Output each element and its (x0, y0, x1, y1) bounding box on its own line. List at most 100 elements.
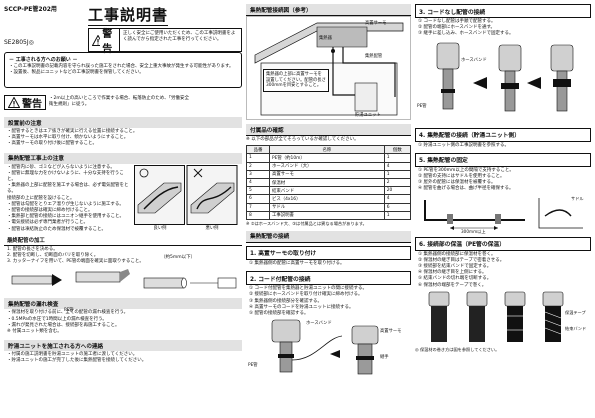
section-header: 集熱配管の接続 (246, 230, 411, 243)
pipe-no-cord-figure: ホースバンド PE管 (415, 39, 591, 125)
unit-label: 貯湯ユニット (355, 113, 381, 118)
text-line: ・高置サーモの取り付け後に配管すること。 (7, 141, 97, 147)
text-line: ・配管は勾配をとりエア溜りが生じないように施工する。 (7, 201, 124, 207)
text-line: ⑤ 配管の接続部を確認する。 (249, 310, 309, 316)
pipe-label: PE管 (417, 103, 427, 109)
text-line: ・配管は凍結防止のため保温材で被覆すること。 (7, 226, 106, 232)
section-header: 集熱配管工事上の注意 (4, 152, 242, 164)
text-line: ・高置サーモは水平に取り付け、傾かないようにすること。 (7, 135, 129, 141)
text-line: 1. 配管の長さを決める。 (7, 246, 58, 252)
ok-example-label: 良い例 (153, 225, 167, 231)
roof-pipe-illustration (134, 164, 238, 225)
text-line: ③ 接続部を結束バンドで固定する。 (418, 264, 492, 270)
section-header: 設置前の注意 (4, 117, 242, 128)
text-line: ① PE管を300mm以上の間隔で支持すること。 (418, 167, 514, 173)
column-right: 3. コードなし配管の接続 ① コードなし配管は手順で配管する。 ② 配管の端部… (415, 4, 591, 414)
text-line: ④ 保温材の継ぎ目を上側にする。 (418, 270, 487, 276)
warning-label: 警告 (22, 98, 42, 110)
tape-label: 保温テープ (565, 309, 586, 315)
text-line: ③ 継手に差し込み、ホースバンドで固定する。 (418, 31, 514, 37)
text-line: ⑤ 結束バンドの切れ端を切断する。 (418, 276, 492, 282)
joint-label: 継手 (380, 355, 389, 361)
band-label: ホースバンド (461, 57, 487, 63)
text-line: ・漏れが発見された場合は、接続部を再施工すること。 (7, 322, 120, 328)
connection-diagram: 高置サーモ 集熱器 集熱配管 貯湯ユニット 集熱器の上部に高置サーモを設置してく… (246, 16, 411, 120)
text-line: ・貯湯ユニットの施工が完了した後に集熱配管を接続してください。 (7, 358, 147, 364)
pipe-label: PE管 (64, 308, 74, 313)
section-body: ・配管するときはエア抜きが確実に行える位置に接続すること。 ・高置サーモは水平に… (4, 128, 242, 149)
text-line: ① 集熱器側の接続部に保温材を巻く。 (418, 251, 496, 257)
doc-number: SE2805J◎ (4, 39, 34, 46)
insulation-illustration (428, 291, 564, 342)
text-line: ・集熱器の上部に配管を施工する場合は、必ず電気配管をとる。 (7, 183, 129, 195)
text-line: 3. カッターナイフを用いて、PE管の端面を確実に面取りすること。 (7, 259, 144, 265)
column-left: SCCP-PE管202用 SE2805J◎ 工事説明書 警告 正しく安全にご使用… (4, 4, 242, 414)
product-code: SCCP-PE管202用 (4, 6, 57, 13)
text-line: ② 配管の端部にホースバンドを通す。 (418, 25, 496, 31)
subsection-header: 最終配管の加工 (4, 235, 242, 246)
top-warning-text: 正しく安全にご使用いただくため、この工事説明書をよく読んでから指定された工事を行… (123, 31, 236, 43)
roof-pipe-figures: 良い例 悪い例 (134, 164, 238, 233)
section-body: ・保温材を取り付ける前に、全ての配管の漏れ検査を行う。 ・0.5MPaの水圧で1… (4, 309, 242, 336)
sensor-label: 高置サーモ (365, 21, 387, 26)
text-line: 2. 配管を切断し、切断面のバリを取り除く。 (7, 253, 99, 259)
warning-triangle-icon (8, 96, 20, 108)
intro-title: － 工事される方へのお願い － (9, 57, 78, 63)
pipe-label: PE管 (248, 363, 258, 369)
section-header: 集熱配管の漏れ検査 (4, 298, 242, 310)
section-header: 貯湯ユニットを施工される方への連絡 (4, 340, 242, 352)
ng-example-label: 悪い例 (205, 225, 219, 231)
intro-box: － 工事される方へのお願い － ・この工事説明書の記載内容を守られ誤った施工をさ… (4, 52, 242, 88)
section-body: ・付属の施工説明書を貯湯ユニットの施工者に渡してください。 ・貯湯ユニットの施工… (4, 351, 242, 365)
intro-line: ・設置後、製品にユニットなどの工事説明書を保管してください。 (9, 70, 144, 76)
text-line: ① コード付配管を集熱器と貯湯ユニットの間に接続する。 (249, 286, 367, 292)
distance-label: 300mm以上 (461, 228, 486, 234)
col-header: 品番 (246, 145, 270, 155)
cut-note: （約5mm以下） (161, 254, 196, 260)
text-line: ・電気接続は必ず専門業者が行うこと。 (7, 220, 88, 226)
warning-text: ・2m以上の高いところで作業する場合、転落防止のため、「労働安全衛生規則」に従う… (49, 95, 189, 107)
col-header: 名称 (268, 145, 385, 155)
text-line: ・0.5MPaの水圧で1時間以上の漏れ検査を行う。 (7, 316, 107, 322)
saddle-figure: 300mm以上 サドル (415, 194, 591, 234)
section-header: 付属品の確認 (246, 124, 411, 136)
band-label: 結束バンド (565, 325, 587, 331)
text-line: ② 配管の支持にはサドルを使用すること。 (418, 174, 505, 180)
collector-label: 集熱器 (319, 36, 332, 41)
parts-note: ※ ②はホースバンド大、③は付属品とは異なる場合があります。 (246, 220, 367, 226)
pipe-connection-figure: ホースバンド PE管 継手 高置サーモ (246, 318, 411, 384)
saddle-label: サドル (571, 195, 584, 201)
text-line: ・配管の接続部は確実に締め付けること。 (7, 208, 93, 214)
subsection-header: 6. 接続部の保温（PE管の保温） (415, 236, 591, 251)
saddle-illustration (424, 197, 583, 230)
text-line: ① 貯湯ユニット側の工事説明書を参照する。 (418, 142, 509, 148)
col-header: 個数 (383, 145, 412, 155)
text-line: ② 保温材の継ぎ目はテープで密着させる。 (418, 257, 505, 263)
text-line: ・保温材を取り付ける前に、全ての配管の漏れ検査を行う。 (7, 310, 129, 316)
page-title: 工事説明書 (88, 6, 169, 26)
column-middle: 集熱配管接続図（参考） 高置サーモ 集熱器 集熱配管 貯湯ユニット 集熱器の上部… (246, 4, 412, 414)
top-warning: 警告 正しく安全にご使用いただくため、この工事説明書をよく読んでから指定された工… (88, 28, 242, 55)
text-line: ③ 屋外の配管には保温材を被覆する。 (418, 180, 496, 186)
subsection-header: 3. コードなし配管の接続 (415, 4, 591, 18)
header: SCCP-PE管202用 SE2805J◎ 工事説明書 警告 正しく安全にご使用… (4, 4, 242, 55)
pipe-label: 集熱配管 (365, 54, 383, 59)
text-line: ④ 高置サーモのコードを貯湯ユニットに接続する。 (249, 304, 354, 310)
insulation-figure: 保温テープ 結束バンド (415, 290, 591, 346)
top-warning-label: 警告 (102, 29, 113, 55)
text-line: ① 集熱器側の配管に高置サーモを取り付ける。 (249, 260, 345, 266)
table-header-row: 品番 名称 個数 (246, 145, 412, 155)
text-line: ③ 集熱器側の接続部分を確認する。 (249, 298, 322, 304)
intro-line: ・この工事説明書の記載内容を守られ誤った施工をされた場合、安全上重大事故が発生す… (9, 64, 234, 69)
warning-triangle-icon (92, 34, 101, 46)
text-line: ・配管するときはエア抜きが確実に行える位置に接続すること。 (7, 129, 138, 134)
text-line: ・配管に無理な力をかけないように、十分な支持を行うこと。 (7, 170, 124, 183)
